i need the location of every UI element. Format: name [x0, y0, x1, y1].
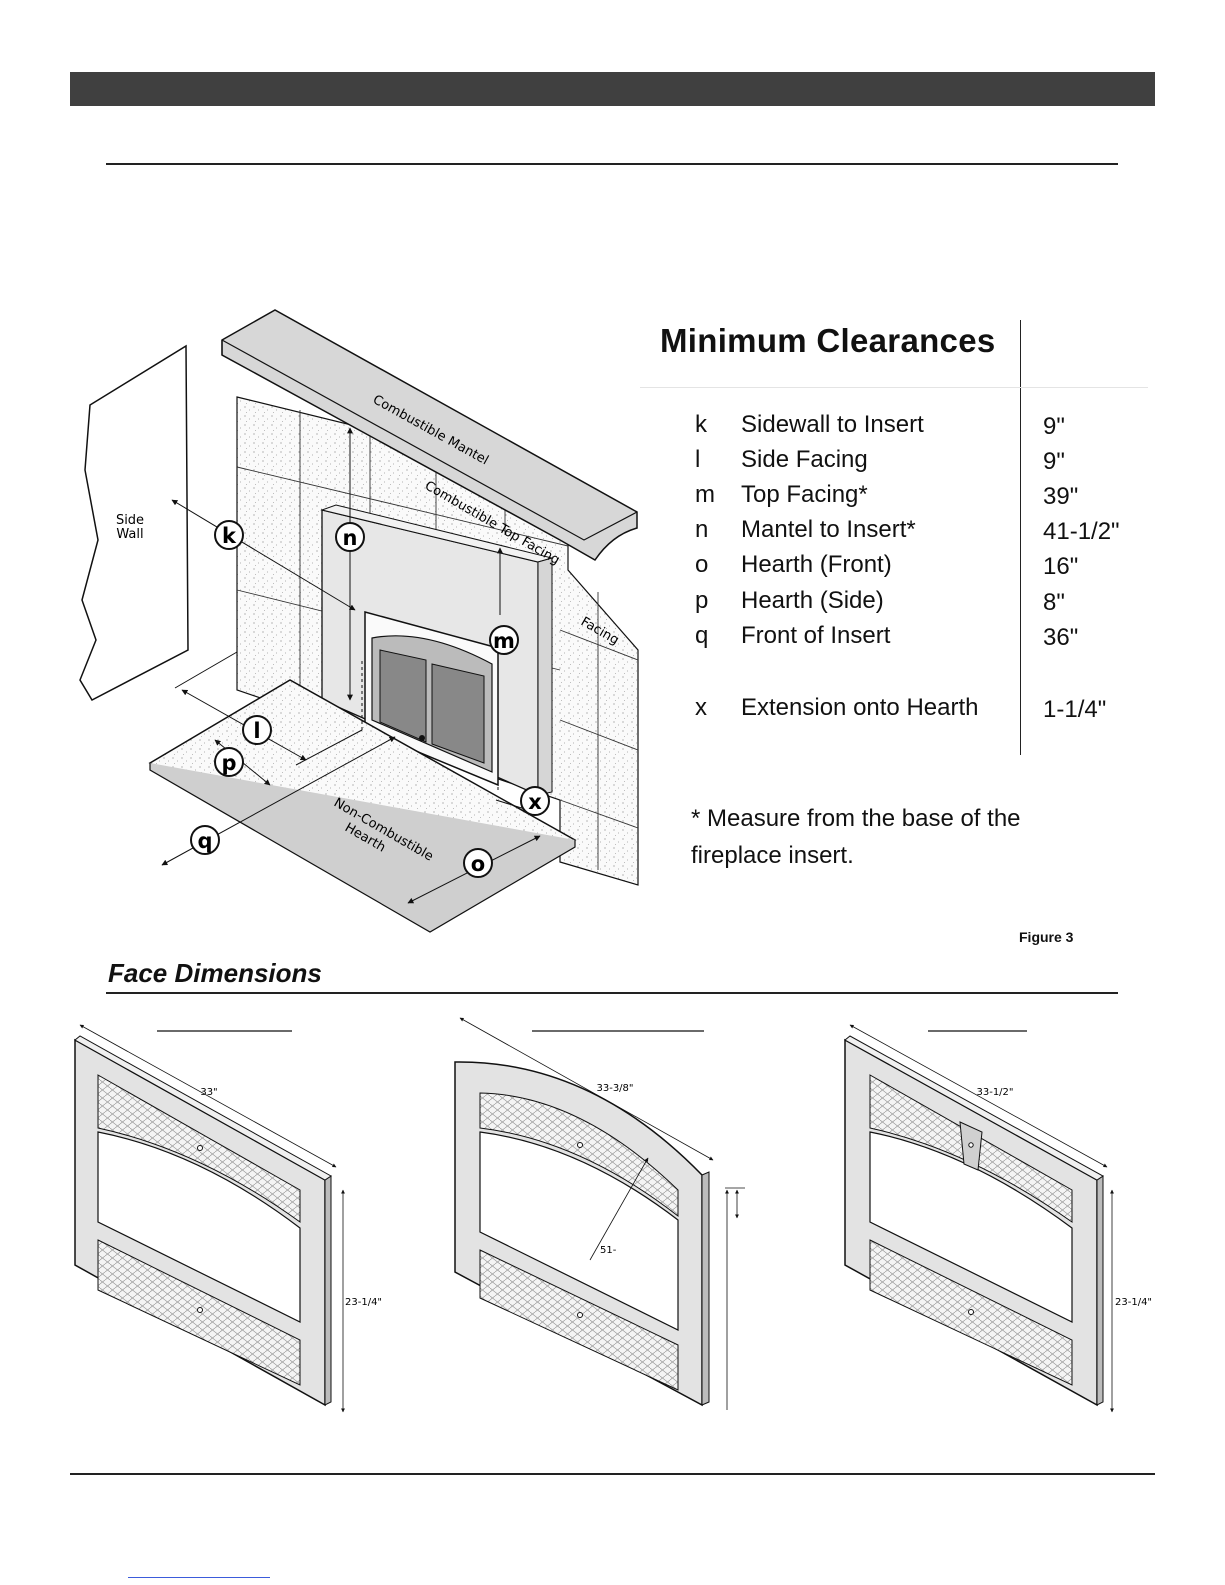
- face-1: [74, 1024, 345, 1413]
- clearance-footnote: * Measure from the base of the fireplace…: [691, 805, 1021, 869]
- callout-m: m: [489, 625, 519, 655]
- clearance-key: n: [695, 516, 709, 543]
- clearance-label: Extension onto Hearth: [741, 694, 979, 721]
- svg-text:m: m: [493, 629, 515, 653]
- face2-width: 33-3/8": [596, 1083, 633, 1094]
- side-wall-line1: Side: [116, 513, 144, 528]
- top-rule: [106, 163, 1118, 165]
- callout-o: o: [463, 848, 493, 878]
- face1-width: 33": [200, 1087, 217, 1098]
- footer-rule: [70, 1473, 1155, 1475]
- svg-text:l: l: [253, 719, 260, 743]
- side-wall-line2: Wall: [116, 527, 143, 542]
- clearance-label: Front of Insert: [741, 622, 891, 649]
- face1-height: 23-1/4": [345, 1297, 382, 1308]
- header-bar: [70, 72, 1155, 106]
- side-wall-panel: [79, 344, 189, 701]
- clearance-key: l: [695, 446, 701, 473]
- face3-width: 33-1/2": [976, 1087, 1013, 1098]
- clearance-key: p: [695, 587, 709, 614]
- face-2: [454, 1017, 745, 1410]
- clearance-label: Sidewall to Insert: [741, 411, 924, 438]
- face-3: [844, 1024, 1114, 1413]
- svg-text:n: n: [343, 526, 358, 550]
- face-dimension-drawings: 33" 23-1/4" 33-3/8" 51- 33-1/2" 23-1/4": [74, 1017, 1152, 1413]
- svg-text:x: x: [528, 790, 542, 814]
- face2-radius: 51-: [600, 1245, 617, 1256]
- clearance-value: 16": [1043, 553, 1079, 580]
- combustible-mantel: [221, 309, 638, 561]
- clearance-value: 8": [1043, 589, 1065, 616]
- clearance-key: m: [695, 481, 715, 508]
- face3-height: 23-1/4": [1115, 1297, 1152, 1308]
- clearance-label: Mantel to Insert*: [741, 516, 916, 543]
- clearance-title: Minimum Clearances: [660, 322, 996, 359]
- clearance-label: Hearth (Front): [741, 551, 892, 578]
- footer-link-underline[interactable]: [128, 1577, 270, 1578]
- clearance-label: Side Facing: [741, 446, 868, 473]
- callout-n: n: [335, 522, 365, 552]
- clearance-value: 39": [1043, 483, 1079, 510]
- face-dimensions-heading: Face Dimensions: [108, 958, 322, 988]
- clearance-label: Hearth (Side): [741, 587, 884, 614]
- figure-label: Figure 3: [1019, 929, 1074, 945]
- callout-q: q: [190, 825, 220, 855]
- clearance-key: x: [695, 694, 707, 721]
- table-divider-vertical: [1020, 320, 1021, 755]
- clearance-value: 1-1/4": [1043, 696, 1107, 723]
- face-rule: [106, 992, 1118, 994]
- callout-k: k: [214, 520, 244, 550]
- clearance-key: k: [695, 411, 707, 438]
- callout-x: x: [520, 786, 550, 816]
- svg-text:o: o: [471, 852, 485, 876]
- svg-text:k: k: [222, 524, 237, 548]
- clearance-label: Top Facing*: [741, 481, 868, 508]
- table-divider-horizontal: [640, 387, 1148, 388]
- callout-p: p: [214, 747, 244, 777]
- clearance-value: 41-1/2": [1043, 518, 1120, 545]
- svg-text:q: q: [197, 829, 212, 853]
- svg-text:p: p: [221, 751, 236, 775]
- clearance-value: 9": [1043, 413, 1065, 440]
- clearance-key: o: [695, 551, 709, 578]
- clearance-key: q: [695, 622, 709, 649]
- clearance-value: 36": [1043, 624, 1079, 651]
- callout-l: l: [242, 715, 272, 745]
- clearance-value: 9": [1043, 448, 1065, 475]
